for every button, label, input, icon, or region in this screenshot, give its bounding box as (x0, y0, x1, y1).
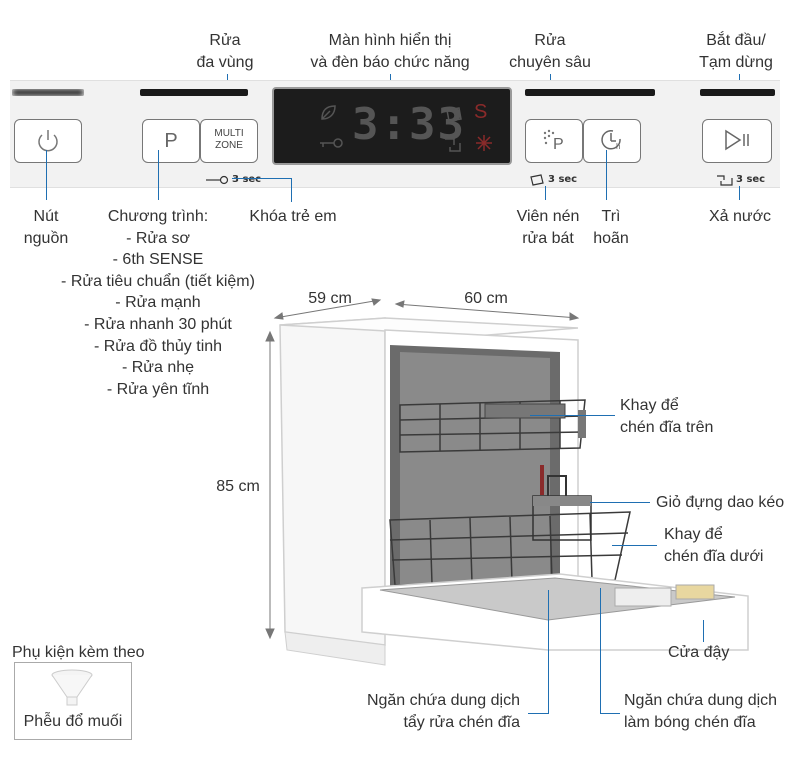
screen-s-indicator: S (474, 101, 488, 123)
dimension-depth: 59 cm (308, 290, 352, 307)
label-display: Màn hình hiển thị và đèn báo chức năng (310, 32, 470, 71)
leader-program (158, 150, 159, 200)
program-item: - Rửa nhanh 30 phút (84, 315, 232, 333)
label-rinse-aid: Ngăn chứa dung dịch làm bóng chén đĩa (624, 692, 778, 731)
start-pause-button[interactable] (702, 119, 772, 163)
svg-text:h: h (616, 142, 620, 151)
dimension-width: 60 cm (464, 290, 508, 307)
program-item: - Rửa yên tĩnh (106, 380, 210, 398)
rinse-indicator-icon (445, 138, 461, 152)
program-item: - 6th SENSE (112, 251, 204, 269)
delay-button[interactable]: h (583, 119, 641, 163)
accessory-title: Phụ kiện kèm theo (12, 644, 145, 661)
leader-detergent-v (548, 590, 549, 714)
child-lock-hint: 3 sec (232, 174, 262, 185)
salt-funnel-icon (51, 669, 93, 706)
control-panel: P MULTI ZONE 3:33 S (10, 80, 780, 188)
delay-clock-icon: h (601, 130, 621, 151)
multizone-text: MULTI ZONE (214, 128, 244, 151)
child-lock-key-icon (206, 175, 229, 185)
multizone-button[interactable]: MULTI ZONE (200, 119, 258, 163)
label-child-lock: Khóa trẻ em (249, 208, 337, 225)
label-cutlery-basket: Giỏ đựng dao kéo (656, 494, 785, 511)
leader-door-v (703, 620, 704, 642)
leader-delay (606, 150, 607, 200)
drain-hint: 3 sec (736, 174, 766, 185)
program-list: Chương trình: - Rửa sơ - 6th SENSE - Rửa… (40, 206, 276, 400)
led-strip (700, 89, 775, 96)
sparkle-icon (476, 135, 492, 151)
intensive-icon: P (543, 129, 564, 153)
leader-drain (739, 186, 740, 200)
leader-cutlery (590, 502, 650, 503)
label-tablet: Viên nén rửa bát (516, 208, 580, 247)
program-item: - Rửa đồ thủy tinh (93, 337, 223, 355)
play-pause-icon (725, 129, 749, 151)
label-start-pause: Bắt đầu/ Tạm dừng (699, 32, 773, 71)
label-power: Nút nguồn (23, 208, 69, 247)
leader-detergent-h (528, 713, 549, 714)
display-screen: 3:33 S (272, 87, 512, 165)
screen-digits: 3:33 (352, 99, 466, 150)
label-drain: Xả nước (708, 208, 772, 225)
accessory-item: Phễu đổ muối (23, 713, 123, 730)
power-button[interactable] (14, 119, 82, 163)
leader-lower-rack (612, 545, 657, 546)
leaf-icon (321, 105, 336, 120)
tablet-hint: 3 sec (548, 174, 578, 185)
intensive-wash-button[interactable]: P (525, 119, 583, 163)
leader-rinse-aid-h (600, 713, 620, 714)
leader-child-lock-v (291, 178, 292, 202)
program-letter: P (164, 130, 178, 152)
led-strip (12, 89, 84, 96)
program-item: - Rửa mạnh (115, 294, 201, 312)
leader-tablet (545, 186, 546, 200)
leader-child-lock-h (232, 178, 292, 179)
tablet-small-icon (530, 174, 544, 186)
label-lower-rack: Khay để chén đĩa dưới (664, 526, 764, 565)
program-item: - Rửa nhẹ (121, 359, 195, 377)
label-intensive: Rửa chuyên sâu (509, 32, 591, 71)
leader-power (46, 150, 47, 200)
led-strip (140, 89, 248, 96)
accessory-box: Phễu đổ muối (14, 662, 132, 740)
program-item: - Rửa tiêu chuẩn (tiết kiệm) (61, 272, 255, 290)
program-item: - Rửa sơ (126, 229, 190, 247)
leader-rinse-aid-v (600, 588, 601, 714)
dimension-height: 85 cm (216, 478, 260, 495)
leader-upper-rack (530, 415, 615, 416)
program-title: Chương trình: (107, 208, 209, 225)
label-door: Cửa đậy (668, 644, 730, 661)
label-detergent: Ngăn chứa dung dịch tẩy rửa chén đĩa (366, 692, 520, 731)
key-icon (320, 138, 343, 148)
drain-small-icon (717, 175, 733, 186)
label-upper-rack: Khay để chén đĩa trên (620, 397, 714, 436)
led-strip (525, 89, 655, 96)
tablet-indicator-icon (446, 107, 462, 122)
label-multizone: Rửa đa vùng (196, 32, 254, 71)
power-icon (38, 130, 58, 152)
program-button[interactable]: P (142, 119, 200, 163)
label-delay: Trì hoãn (593, 208, 629, 247)
svg-text:P: P (553, 136, 564, 153)
